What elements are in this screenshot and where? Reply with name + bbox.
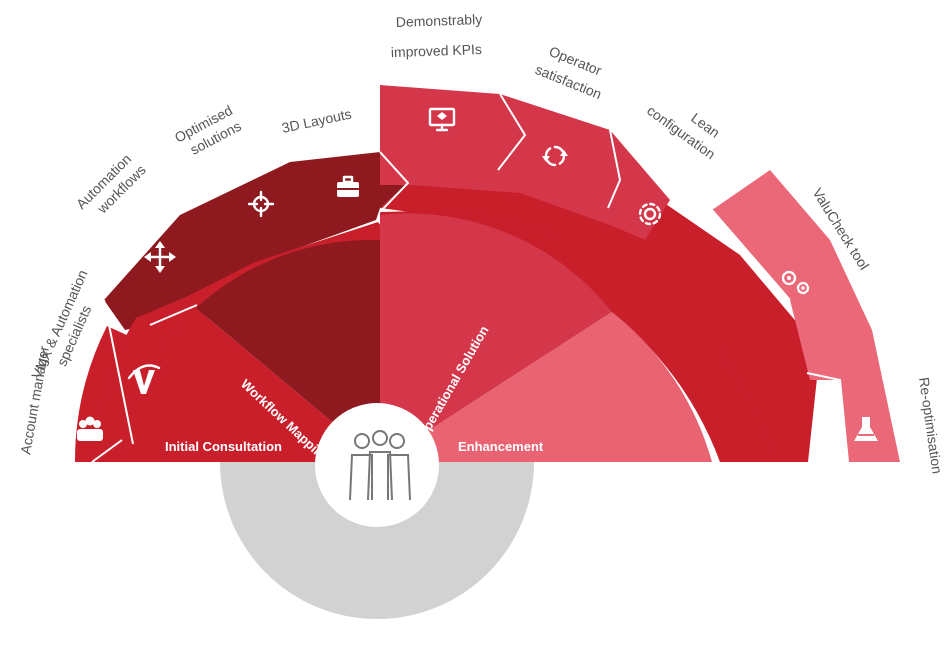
label-3d-layouts: 3D Layouts (280, 106, 353, 136)
quadrant-enhancement (380, 312, 712, 462)
gear-icon (638, 202, 662, 226)
label-lean-configuration: Lean configuration (644, 86, 730, 162)
quadrant-operational-solution (380, 213, 612, 462)
gears-icon (781, 270, 810, 295)
move-arrows-icon (144, 241, 176, 273)
center-circle (315, 403, 439, 527)
grey-base-ring (220, 462, 534, 619)
team-people-icon (349, 430, 411, 501)
separators (91, 93, 849, 463)
quadrant-initial-consultation (120, 308, 380, 462)
label-optimised-solutions: Optimised solutions (172, 100, 247, 161)
label-initial-consultation: Initial Consultation (165, 439, 282, 454)
outer-band-light-right (712, 170, 900, 462)
label-demonstrably-line2: improved KPIs (391, 41, 483, 60)
cycle-icon (542, 145, 568, 167)
briefcase-icon (337, 175, 359, 197)
outer-band-dark (104, 152, 408, 330)
outer-band-pink-top (380, 85, 670, 240)
label-automation-workflows: Automation workflows (73, 148, 150, 225)
label-enhancement: Enhancement (458, 439, 544, 454)
target-icon (247, 190, 275, 218)
label-demonstrably-line1: Demonstrably (396, 11, 483, 30)
label-operator-satisfaction: Operator satisfaction (533, 41, 612, 102)
monitor-icon (428, 107, 456, 132)
label-demonstrably-improved: Demonstrably improved KPIs (390, 11, 488, 60)
label-re-optimisation: Re-optimisation (916, 376, 944, 475)
quadrant-workflow-mapping (196, 239, 380, 462)
flask-icon (854, 417, 878, 441)
people-icon (77, 416, 103, 441)
v-logo-icon (127, 364, 161, 394)
